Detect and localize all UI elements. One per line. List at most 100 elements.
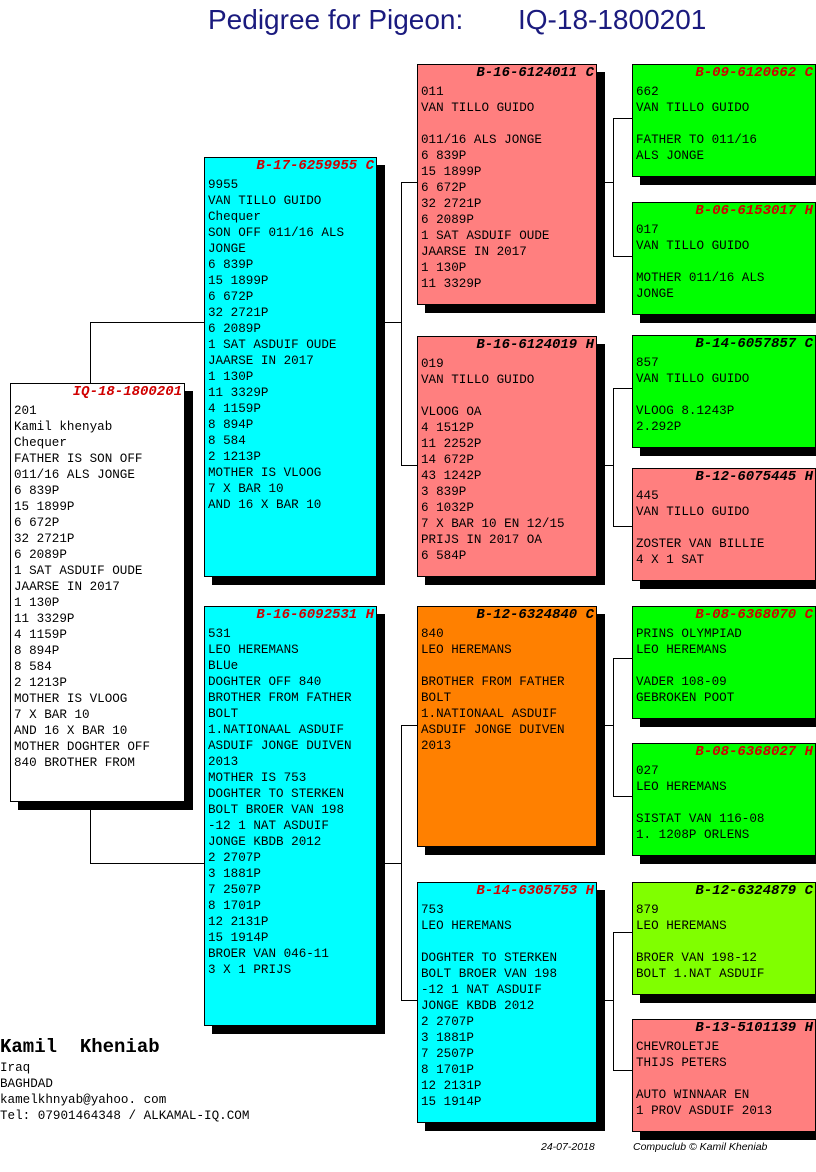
detail-line: 1 SAT ASDUIF OUDE	[208, 338, 337, 352]
connector	[90, 322, 91, 384]
detail-line: 3 839P	[421, 485, 467, 499]
ring-number: B-12-6324879 C	[695, 883, 813, 899]
connector	[597, 182, 613, 183]
detail-line: JONGE KBDB 2012	[208, 835, 322, 849]
detail-line	[636, 795, 815, 811]
detail-line: VAN TILLO GUIDO	[636, 372, 750, 386]
detail-line: 2 2707P	[208, 851, 261, 865]
detail-line: ASDUIF JONGE DUIVEN	[208, 739, 352, 753]
connector	[90, 863, 204, 864]
detail-line: 7 2507P	[421, 1047, 474, 1061]
detail-line: 1.NATIONAAL ASDUIF	[208, 723, 345, 737]
software-credit: Compuclub © Kamil Kheniab	[633, 1141, 768, 1153]
detail-line: 1 130P	[14, 596, 60, 610]
detail-line: AUTO WINNAAR EN	[636, 1088, 750, 1102]
detail-line: 2 1213P	[14, 676, 67, 690]
connector	[613, 658, 614, 796]
detail-line: MOTHER DOGHTER OFF	[14, 740, 151, 754]
connector	[613, 1070, 632, 1071]
detail-line: 1.NATIONAAL ASDUIF	[421, 707, 558, 721]
detail-line: JONGE	[208, 242, 246, 256]
ring-number: B-17-6259955 C	[256, 158, 374, 174]
connector	[613, 118, 632, 119]
connector	[613, 388, 632, 389]
connector	[613, 118, 614, 256]
detail-line: 8 584	[208, 434, 246, 448]
connector	[385, 863, 401, 864]
detail-line: 15 1914P	[421, 1095, 482, 1109]
detail-line: SON OFF 011/16 ALS	[208, 226, 345, 240]
detail-line: BOLT BROER VAN 198	[208, 803, 345, 817]
detail-line: 11 3329P	[421, 277, 482, 291]
detail-line: BOLT	[421, 691, 452, 705]
detail-line: 11 3329P	[14, 612, 75, 626]
detail-line: 7 2507P	[208, 883, 261, 897]
ring-number: B-16-6092531 H	[256, 607, 374, 623]
detail-line: 4 1512P	[421, 421, 474, 435]
detail-line: 6 1032P	[421, 501, 474, 515]
detail-line: BOLT 1.NAT ASDUIF	[636, 967, 765, 981]
detail-line: PRIJS IN 2017 OA	[421, 533, 542, 547]
detail-line	[636, 116, 815, 132]
detail-line: -12 1 NAT ASDUIF	[208, 819, 329, 833]
connector	[401, 465, 417, 466]
ring-number: B-14-6305753 H	[476, 883, 594, 899]
detail-line: -12 1 NAT ASDUIF	[421, 983, 542, 997]
detail-line: 879	[636, 903, 659, 917]
detail-line: VLOOG OA	[421, 405, 482, 419]
ring-number: B-12-6324840 C	[476, 607, 594, 623]
detail-line: VAN TILLO GUIDO	[636, 505, 750, 519]
detail-line: 15 1899P	[208, 274, 269, 288]
detail-line: 3 1881P	[208, 867, 261, 881]
detail-line: 1 130P	[208, 370, 254, 384]
detail-line: 662	[636, 85, 659, 99]
detail-line: 1 SAT ASDUIF OUDE	[421, 229, 550, 243]
detail-line: VADER 108-09	[636, 675, 727, 689]
print-date: 24-07-2018	[541, 1141, 595, 1153]
detail-line: 6 672P	[208, 290, 254, 304]
detail-line: 027	[636, 764, 659, 778]
detail-line: VAN TILLO GUIDO	[421, 101, 535, 115]
detail-line: 2013	[421, 739, 452, 753]
detail-line	[421, 388, 596, 404]
connector	[613, 658, 632, 659]
connector	[90, 810, 91, 863]
ring-number: B-06-6153017 H	[695, 203, 813, 219]
detail-line: 12 2131P	[208, 915, 269, 929]
detail-line: 6 672P	[14, 516, 60, 530]
ring-number: B-14-6057857 C	[695, 336, 813, 352]
detail-line: 8 584	[14, 660, 52, 674]
ring-number: B-16-6124019 H	[476, 337, 594, 353]
detail-line: Chequer	[208, 210, 261, 224]
detail-line: 531	[208, 627, 231, 641]
detail-line: 011	[421, 85, 444, 99]
detail-line: JONGE	[636, 287, 674, 301]
breeder-email: kamelkhnyab@yahoo. com	[0, 1093, 167, 1107]
detail-line: THIJS PETERS	[636, 1056, 727, 1070]
detail-line: BROER VAN 198-12	[636, 951, 757, 965]
detail-line: LEO HEREMANS	[208, 643, 299, 657]
detail-line: 011/16 ALS JONGE	[421, 133, 542, 147]
detail-line: LEO HEREMANS	[421, 643, 512, 657]
detail-line: 6 839P	[14, 484, 60, 498]
